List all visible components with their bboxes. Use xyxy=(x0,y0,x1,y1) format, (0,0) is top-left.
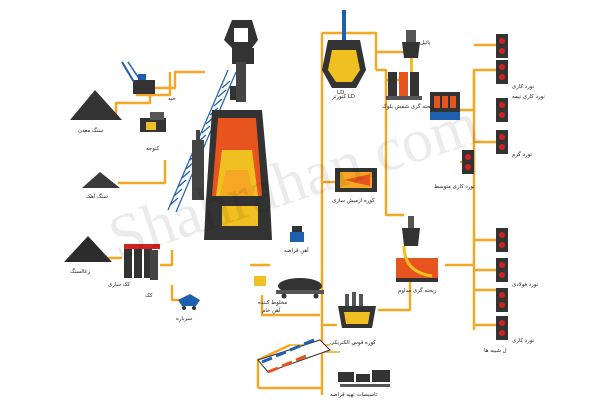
coal-pile xyxy=(64,236,112,262)
continuous-caster xyxy=(396,216,438,282)
label-products: نورد کاری xyxy=(512,337,535,344)
label-hot-rolling: نورد گرم xyxy=(512,151,532,158)
stand-6 xyxy=(496,228,508,252)
stand-4 xyxy=(496,130,508,154)
flow-ore-to-furnace xyxy=(114,70,205,115)
label-continuous-casting: ریخته گری مداوم xyxy=(398,287,437,294)
stand-2 xyxy=(496,60,508,84)
flow-eaf-to-cc xyxy=(378,280,412,312)
label-limestone: سنگ آهک xyxy=(86,193,108,200)
flow-coke-to-furnace xyxy=(160,250,174,267)
label-mixer: مخلوط کننده xyxy=(258,299,287,306)
label-coke: کنوجه xyxy=(146,145,160,152)
labels: سنگ معدن کنوجه حیه سنگ آهک زغالسنگ کک سا… xyxy=(70,40,545,398)
ld-label: LD xyxy=(337,90,344,96)
label-coal: زغالسنگ xyxy=(70,268,90,275)
sinter-plant xyxy=(121,61,155,94)
flow-limestone xyxy=(118,160,167,185)
rolling-stands xyxy=(462,34,508,340)
slag-cart xyxy=(178,294,200,310)
label-converter: کنورتر LD xyxy=(331,93,355,100)
label-coke-small: کک xyxy=(145,292,153,299)
ingot-molds xyxy=(386,72,422,100)
stand-7 xyxy=(496,258,508,282)
label-pig-casting: آهن قراضه xyxy=(284,247,309,254)
label-ingot-casting: ریخته گری شمش بلوک xyxy=(382,103,435,110)
label-cold-rolling: نورد فولادی xyxy=(512,282,539,288)
flow-lines xyxy=(104,31,500,395)
ld-converter xyxy=(322,10,366,88)
mixer-and-torpedo xyxy=(254,276,324,299)
coke-oven-battery xyxy=(124,244,160,280)
stand-9 xyxy=(496,316,508,340)
ladle xyxy=(402,30,420,72)
scrap-processing xyxy=(257,338,390,387)
label-hot-rolling-mill: نورد کاری نیمه xyxy=(512,93,545,100)
label-eaf: کوره قوس الکتریکی xyxy=(330,339,376,346)
label-lime: حیه xyxy=(168,96,176,102)
label-slag: سرباره xyxy=(176,316,193,322)
coke-icon xyxy=(140,112,166,132)
reheating-furnace xyxy=(335,168,377,192)
flow-coke-line xyxy=(136,72,172,97)
label-sheets: ل شبیه ها xyxy=(484,348,507,354)
raw-materials xyxy=(64,90,122,262)
blast-furnace xyxy=(167,20,272,240)
flow-mixer-main xyxy=(260,295,320,317)
stand-3 xyxy=(496,98,508,122)
label-rolling-medium: نورد کاری متوسط xyxy=(434,183,475,190)
stand-8 xyxy=(496,288,508,312)
label-pig-iron: آهن خام xyxy=(262,307,281,314)
label-rolling-2: نورد کاری xyxy=(512,83,535,90)
flow-reheat-to-cc xyxy=(384,150,404,217)
limestone-pile xyxy=(82,172,120,188)
label-iron-ore: سنگ معدن xyxy=(78,127,103,134)
label-scrap-processing: تاسیسات تهیه قراضه xyxy=(330,392,378,398)
scrap-box xyxy=(290,226,304,242)
flow-converter-top xyxy=(322,31,378,70)
label-reheating: کوره ازمیش سازی xyxy=(332,197,375,204)
stand-1 xyxy=(496,34,508,58)
label-coke-oven: کک سازی xyxy=(108,281,131,288)
iron-ore-pile xyxy=(70,90,122,120)
flow-converter-right xyxy=(376,68,388,150)
stand-5 xyxy=(462,150,474,174)
soaking-pits xyxy=(430,92,460,120)
electric-arc-furnace xyxy=(338,292,376,328)
label-ladle: پاتیل xyxy=(420,40,431,46)
